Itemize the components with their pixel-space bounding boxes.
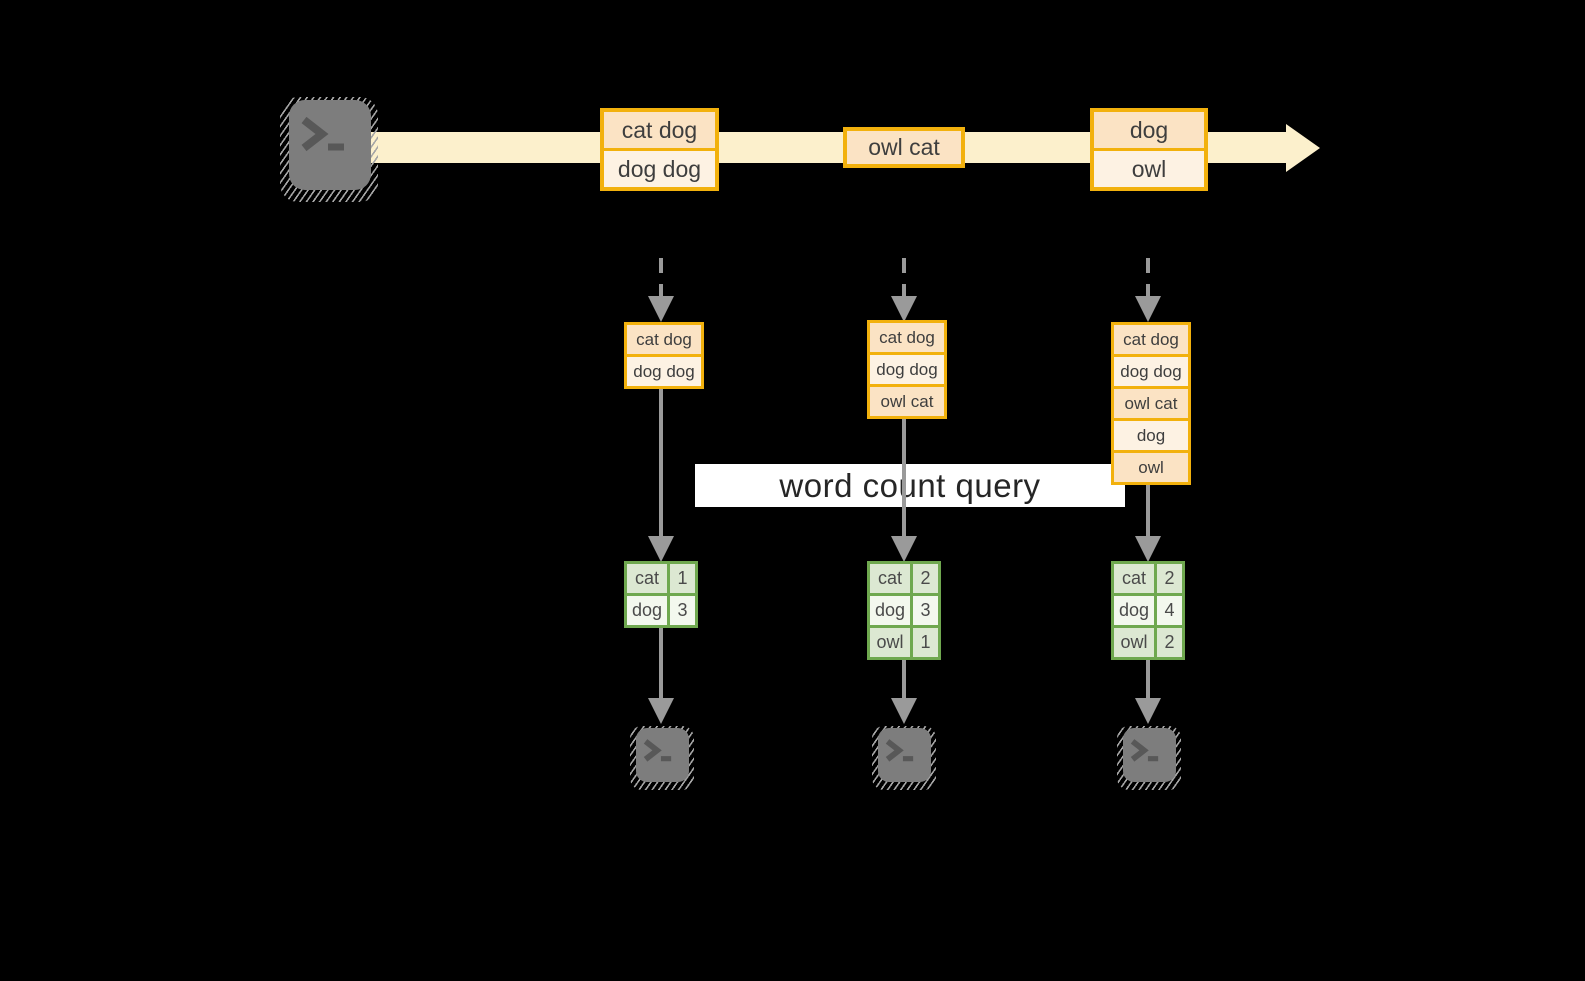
arrowhead-icon (648, 536, 674, 562)
count-cell: 2 (913, 564, 938, 593)
stream-record: owl (1094, 151, 1204, 187)
stream-event-group-2: owl cat (843, 127, 965, 168)
word-cell: dog (1114, 596, 1154, 625)
word-cell: cat (627, 564, 667, 593)
word-count-table-1: cat 1 dog 3 (624, 561, 698, 628)
word-count-table-3: cat 2 dog 4 owl 2 (1111, 561, 1185, 660)
buffer-row: dog dog (1114, 357, 1188, 386)
arrow-line (659, 628, 663, 700)
arrowhead-icon (648, 296, 674, 322)
stream-event-group-3: dog owl (1090, 108, 1208, 191)
arrowhead-icon (1135, 698, 1161, 724)
sink-terminal-3 (1117, 726, 1181, 790)
count-cell: 2 (1157, 628, 1182, 657)
buffer-row: owl cat (1114, 389, 1188, 418)
arrow-line (1146, 660, 1150, 700)
arrowhead-icon (891, 536, 917, 562)
terminal-body (1123, 728, 1176, 782)
word-cell: owl (870, 628, 910, 657)
terminal-prompt-icon (643, 739, 672, 762)
word-cell: cat (1114, 564, 1154, 593)
buffer-row: dog dog (627, 357, 701, 386)
record-buffer-2: cat dog dog dog owl cat (867, 320, 947, 419)
arrow-line (902, 660, 906, 700)
terminal-prompt-icon (885, 739, 914, 762)
terminal-body (636, 728, 689, 782)
count-cell: 3 (670, 596, 695, 625)
word-cell: dog (870, 596, 910, 625)
sink-terminal-2 (872, 726, 936, 790)
stream-event-group-1: cat dog dog dog (600, 108, 719, 191)
terminal-prompt-icon (301, 117, 344, 152)
stream-record: dog (1094, 112, 1204, 148)
stream-arrowhead (1286, 124, 1320, 172)
record-buffer-1: cat dog dog dog (624, 322, 704, 389)
arrowhead-icon (891, 296, 917, 322)
terminal-body (878, 728, 931, 782)
buffer-row: cat dog (627, 325, 701, 354)
sink-terminal-1 (630, 726, 694, 790)
buffer-row: cat dog (870, 323, 944, 352)
dashed-arrow-line (1146, 258, 1150, 298)
source-terminal (280, 97, 378, 202)
arrow-line (659, 389, 663, 538)
count-cell: 1 (913, 628, 938, 657)
stream-record: dog dog (604, 151, 715, 187)
word-cell: owl (1114, 628, 1154, 657)
arrowhead-icon (1135, 536, 1161, 562)
word-cell: dog (627, 596, 667, 625)
word-cell: cat (870, 564, 910, 593)
count-cell: 3 (913, 596, 938, 625)
buffer-row: owl cat (870, 387, 944, 416)
terminal-prompt-icon (1130, 739, 1159, 762)
count-cell: 1 (670, 564, 695, 593)
arrowhead-icon (1135, 296, 1161, 322)
query-label: word count query (779, 466, 1041, 504)
query-label-band: word count query (695, 464, 1125, 507)
arrow-line (1146, 485, 1150, 538)
buffer-row: dog dog (870, 355, 944, 384)
dashed-arrow-line (902, 258, 906, 298)
arrow-line (902, 419, 906, 538)
word-count-table-2: cat 2 dog 3 owl 1 (867, 561, 941, 660)
record-buffer-3: cat dog dog dog owl cat dog owl (1111, 322, 1191, 485)
stream-record: owl cat (847, 131, 961, 164)
stream-record: cat dog (604, 112, 715, 148)
buffer-row: dog (1114, 421, 1188, 450)
arrowhead-icon (648, 698, 674, 724)
buffer-row: cat dog (1114, 325, 1188, 354)
dashed-arrow-line (659, 258, 663, 298)
count-cell: 4 (1157, 596, 1182, 625)
arrowhead-icon (891, 698, 917, 724)
count-cell: 2 (1157, 564, 1182, 593)
buffer-row: owl (1114, 453, 1188, 482)
